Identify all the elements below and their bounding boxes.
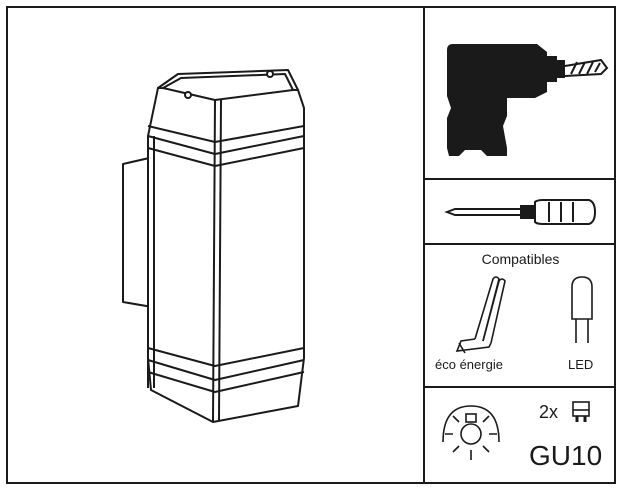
drill-icon (447, 44, 609, 156)
energy-saving-bulb-icon (455, 276, 506, 354)
led-bulb-label: LED (568, 357, 594, 372)
row-divider (423, 178, 616, 180)
product-panel (8, 8, 423, 482)
eco-bulb-label: éco énergie (435, 357, 503, 372)
column-divider (423, 6, 425, 484)
bulb-quantity: 2x (539, 402, 559, 422)
compatibility-heading: Compatibles (481, 251, 560, 267)
gu10-bulb-icon (572, 401, 590, 422)
row-divider (423, 386, 616, 388)
outer-frame (6, 6, 616, 484)
screwdriver-icon (444, 199, 597, 225)
row-divider (423, 243, 616, 245)
light-bulb-radiating-icon (442, 405, 500, 460)
led-bulb-icon (571, 276, 593, 343)
wall-light-illustration (122, 69, 305, 423)
compatibility-panel: Compatibles éco énergie LED (425, 245, 616, 386)
drill-panel (425, 8, 616, 178)
bulb-socket: GU10 (529, 440, 603, 471)
bulb-panel: 2x GU10 (425, 388, 616, 482)
screwdriver-panel (425, 180, 616, 243)
